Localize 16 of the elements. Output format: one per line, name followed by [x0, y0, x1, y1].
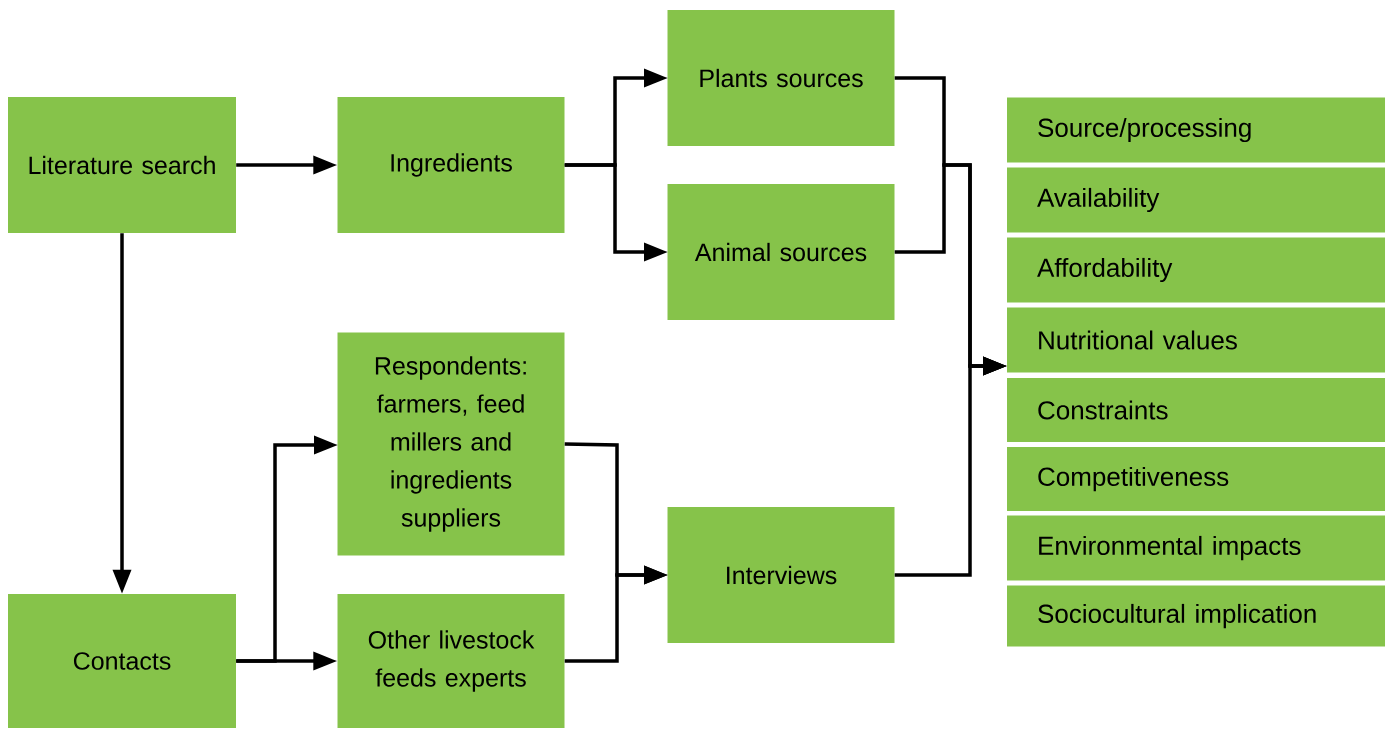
criteria-box: Availability: [1007, 167, 1385, 233]
criteria-box: Sociocultural implication: [1007, 585, 1385, 647]
process-box: Plants sources: [667, 10, 895, 146]
process-box: Contacts: [8, 594, 236, 728]
criteria-box: Constraints: [1007, 378, 1385, 442]
process-box: Ingredients: [337, 97, 565, 233]
process-box: Other livestock feeds experts: [337, 594, 565, 728]
criteria-box: Affordability: [1007, 237, 1385, 303]
criteria-box: Competitiveness: [1007, 447, 1385, 511]
process-box: Respondents: farmers, feed millers and ingredients suppliers: [337, 332, 565, 556]
criteria-box: Nutritional values: [1007, 307, 1385, 373]
criteria-box: Source/processing: [1007, 97, 1385, 163]
criteria-box: Environmental impacts: [1007, 515, 1385, 581]
process-box: Interviews: [667, 507, 895, 643]
process-box: Animal sources: [667, 184, 895, 320]
process-box: Literature search: [8, 97, 236, 233]
